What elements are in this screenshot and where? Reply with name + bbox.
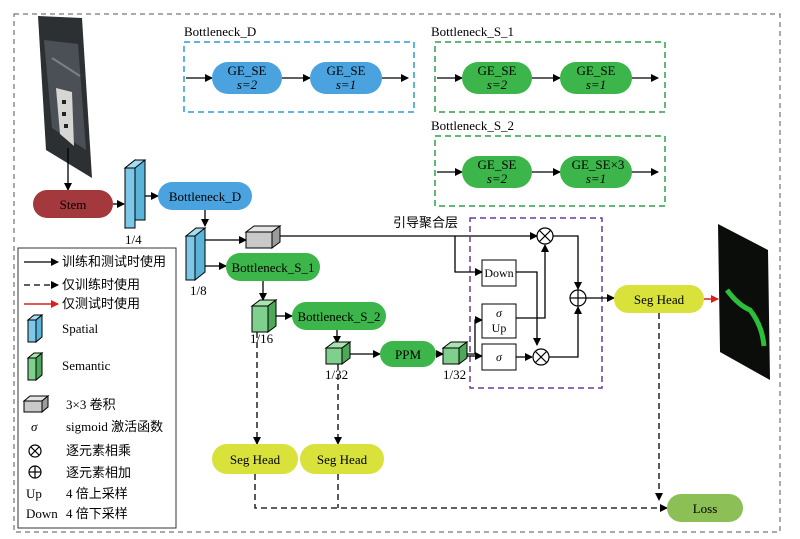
sigma-box: σ [481,343,517,371]
svg-text:Stem: Stem [60,197,87,212]
seg-head-main: Seg Head [614,285,704,313]
outer-frame [13,13,781,533]
svg-text:GE_SE: GE_SE [327,63,366,78]
legend-up-key: Up [26,486,42,501]
svg-text:Seg Head: Seg Head [634,292,685,307]
input-image [38,16,92,178]
legend-add: 逐元素相加 [66,465,131,480]
ge-se-s2-1: GE_SE s=2 [462,156,532,188]
bottleneck-s2-group [434,135,666,207]
ge-se-s1-2: GE_SE s=1 [560,62,632,94]
conv-cube [244,225,282,249]
legend-test-only: 仅测试时使用 [62,296,140,311]
svg-text:GE_SE: GE_SE [478,63,517,78]
legend-down-key: Down [26,506,58,521]
legend-box [17,247,177,529]
ge-se-d1: GE_SE s=2 [212,62,282,94]
guided-aggregation-title: 引导聚合层 [393,215,458,230]
add-node [569,289,587,307]
svg-text:s=2: s=2 [487,77,508,92]
multiply-bottom [532,348,550,366]
svg-text:Seg Head: Seg Head [317,452,368,467]
semantic-tensor-sixteenth [250,299,278,333]
scale-thirtysecond-2: 1/32 [443,367,466,382]
svg-text:Seg Head: Seg Head [230,452,281,467]
svg-text:Bottleneck_S_2: Bottleneck_S_2 [297,309,380,324]
scale-sixteenth: 1/16 [250,331,274,346]
seg-head-aux-1: Seg Head [212,444,298,474]
spatial-tensor-quarter [123,158,147,230]
legend-sigmoid: sigmoid 激活函数 [66,419,163,434]
legend-multiply-icon [28,444,42,458]
svg-text:Loss: Loss [693,501,718,516]
bottleneck-s1-node: Bottleneck_S_1 [226,253,320,281]
svg-text:s=2: s=2 [237,77,258,92]
svg-text:GE_SE: GE_SE [228,63,267,78]
bottleneck-d-node: Bottleneck_D [158,182,252,210]
svg-text:Up: Up [492,321,507,335]
legend-up-desc: 4 倍上采样 [66,486,128,501]
svg-text:Bottleneck_D: Bottleneck_D [169,189,241,204]
svg-text:GE_SE: GE_SE [577,63,616,78]
svg-text:s=1: s=1 [586,77,606,92]
stem-node: Stem [33,190,113,218]
legend-down-desc: 4 倍下采样 [66,506,128,521]
legend-train-only: 仅训练时使用 [62,277,140,292]
legend-conv: 3×3 卷积 [66,397,116,412]
loss-node: Loss [667,494,743,522]
ge-se-s2-2: GE_SE×3 s=1 [560,156,632,188]
svg-text:σ: σ [496,350,503,364]
bottleneck-s2-group-title: Bottleneck_S_2 [431,118,514,133]
legend-semantic: Semantic [62,358,111,373]
down-box: Down [481,259,517,287]
legend-conv-icon [22,394,50,414]
ge-se-s1-1: GE_SE s=2 [462,62,532,94]
legend-semantic-icon [26,351,44,382]
scale-eighth: 1/8 [190,283,207,298]
semantic-tensor-thirtysecond [324,341,352,365]
svg-text:s=1: s=1 [586,171,606,186]
guided-aggregation-group [469,217,603,389]
semantic-tensor-ppm [441,341,469,365]
bottleneck-s1-group [434,41,666,113]
bottleneck-s2-node: Bottleneck_S_2 [292,302,386,330]
multiply-top [536,227,554,245]
ppm-node: PPM [380,341,436,367]
bottleneck-s1-group-title: Bottleneck_S_1 [431,24,514,39]
sigma-up-box: σ Up [481,303,517,339]
seg-head-aux-2: Seg Head [300,444,384,474]
svg-text:s=2: s=2 [487,171,508,186]
bottleneck-d-group [183,41,415,113]
legend-mul: 逐元素相乘 [66,443,131,458]
svg-text:Bottleneck_S_1: Bottleneck_S_1 [231,260,314,275]
output-image [718,224,770,380]
bottleneck-d-group-title: Bottleneck_D [184,24,256,39]
legend-add-icon [28,465,42,479]
ge-se-d2: GE_SE s=1 [310,62,382,94]
svg-text:GE_SE: GE_SE [478,157,517,172]
legend-spatial: Spatial [62,321,98,336]
scale-thirtysecond-1: 1/32 [325,367,348,382]
svg-text:GE_SE×3: GE_SE×3 [572,157,625,172]
legend-sigma-symbol: σ [31,419,38,434]
svg-text:PPM: PPM [395,347,421,362]
svg-text:σ: σ [496,306,503,320]
scale-quarter: 1/4 [125,232,142,247]
svg-text:s=1: s=1 [336,77,356,92]
spatial-tensor-eighth [184,226,207,282]
legend-spatial-icon [26,313,44,344]
svg-text:Down: Down [484,266,513,280]
legend-train-test: 训练和测试时使用 [62,254,166,269]
